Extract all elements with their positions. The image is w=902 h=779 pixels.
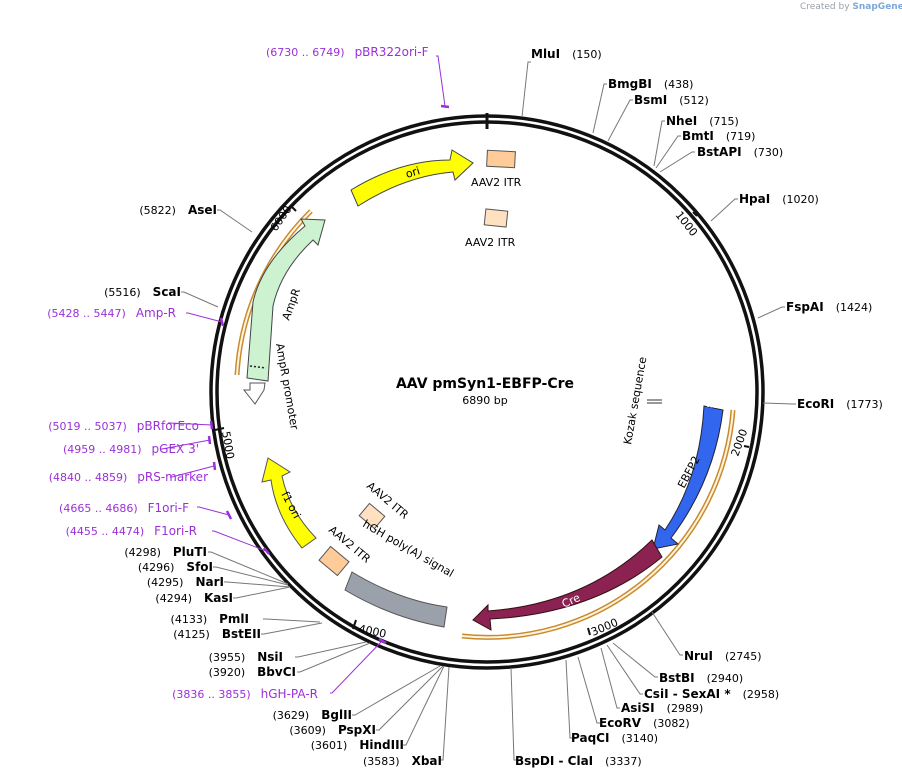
cre-orf-arc-core xyxy=(461,409,734,639)
tick-5000-mark xyxy=(214,427,225,431)
site-nsii[interactable]: (3955)NsiI xyxy=(209,650,283,664)
primer-hgh-pa-r[interactable]: (3836 .. 3855)hGH-PA-R xyxy=(172,687,318,701)
itr3-feature[interactable] xyxy=(358,502,386,530)
tick-3000-mark xyxy=(587,627,591,636)
cre-feature[interactable] xyxy=(472,539,663,631)
primer-amp-r[interactable]: (5428 .. 5447)Amp-R xyxy=(47,306,176,320)
site-ecori[interactable]: EcoRI(1773) xyxy=(797,397,883,411)
primer-pgex3[interactable]: (4959 .. 4981)pGEX 3' xyxy=(63,442,199,456)
primer-pbr322ori-f[interactable]: (6730 .. 6749)pBR322ori-F xyxy=(266,45,429,59)
credit-prefix: Created by xyxy=(800,2,850,12)
primer-marks xyxy=(207,104,450,645)
snapgene-credit: Created by SnapGene xyxy=(800,2,902,12)
site-hindiii[interactable]: (3601)HindIII xyxy=(311,738,404,752)
ori-feature[interactable] xyxy=(350,149,474,207)
tick-2000-mark xyxy=(743,445,750,448)
site-asisi[interactable]: AsiSI(2989) xyxy=(621,701,703,715)
site-ecorv[interactable]: EcoRV(3082) xyxy=(599,716,690,730)
itr2-feature[interactable] xyxy=(483,208,509,228)
site-bbvci[interactable]: (3920)BbvCI xyxy=(209,665,296,679)
site-pspxi[interactable]: (3609)PspXI xyxy=(289,723,376,737)
site-csii[interactable]: CsiI - SexAI *(2958) xyxy=(644,687,779,701)
site-bmgbi[interactable]: BmgBI(438) xyxy=(608,77,693,91)
ebfp2-feature[interactable] xyxy=(652,405,724,550)
primer-f1ori-r[interactable]: (4455 .. 4474)F1ori-R xyxy=(66,524,197,538)
site-mlui[interactable]: MluI(150) xyxy=(531,47,602,61)
primer-labels: (6730 .. 6749)pBR322ori-F (5428 .. 5447)… xyxy=(47,45,428,701)
site-scai[interactable]: (5516)ScaI xyxy=(104,285,181,299)
tick-4000-mark xyxy=(352,619,357,630)
itr2-label: AAV2 ITR xyxy=(465,236,516,249)
site-xbai[interactable]: (3583)XbaI xyxy=(363,754,442,768)
site-kasi[interactable]: (4294)KasI xyxy=(155,591,233,605)
site-bstapi[interactable]: BstAPI(730) xyxy=(697,145,783,159)
ampr-feature[interactable] xyxy=(246,218,326,382)
site-sfoi[interactable]: (4296)SfoI xyxy=(138,560,213,574)
site-bstbi[interactable]: BstBI(2940) xyxy=(659,671,743,685)
site-pluti[interactable]: (4298)PluTI xyxy=(124,545,207,559)
site-pmli[interactable]: (4133)PmlI xyxy=(171,612,249,626)
hgh-polya-label: hGH poly(A) signal xyxy=(361,517,456,580)
site-nrui[interactable]: NruI(2745) xyxy=(684,649,762,663)
site-nari[interactable]: (4295)NarI xyxy=(147,575,224,589)
tick-1000-mark xyxy=(692,211,698,217)
backbone-inner xyxy=(215,120,759,664)
site-labels: MluI(150) BmgBI(438) BsmI(512) NheI(715)… xyxy=(104,47,883,768)
site-hpai[interactable]: HpaI(1020) xyxy=(739,192,819,206)
tick-5000: 5000 xyxy=(219,430,237,460)
f1ori-feature[interactable] xyxy=(261,457,317,549)
site-paqci[interactable]: PaqCI(3140) xyxy=(571,731,658,745)
plasmid-size: 6890 bp xyxy=(462,394,507,407)
primer-prs-marker[interactable]: (4840 .. 4859)pRS-marker xyxy=(49,470,208,484)
ampr-promoter-feature[interactable] xyxy=(242,382,266,405)
site-nhei[interactable]: NheI(715) xyxy=(666,114,739,128)
plasmid-name: AAV pmSyn1-EBFP-Cre xyxy=(396,376,574,392)
itr1-feature[interactable] xyxy=(486,149,516,169)
site-bsteii[interactable]: (4125)BstEII xyxy=(173,627,261,641)
site-bspdi[interactable]: BspDI - ClaI(3337) xyxy=(515,754,642,768)
tick-6000-mark xyxy=(289,204,297,212)
credit-brand: SnapGene xyxy=(852,2,902,12)
ebfp2-start-mark xyxy=(706,405,722,409)
site-fspai[interactable]: FspAI(1424) xyxy=(786,300,872,314)
ampr-label: AmpR xyxy=(280,286,304,322)
itr1-label: AAV2 ITR xyxy=(471,176,522,189)
site-bglii[interactable]: (3629)BglII xyxy=(273,708,352,722)
primer-f1ori-f[interactable]: (4665 .. 4686)F1ori-F xyxy=(59,501,189,515)
hgh-polya-feature[interactable] xyxy=(344,571,448,628)
ori-label: ori xyxy=(404,164,421,181)
site-bmti[interactable]: BmtI(719) xyxy=(682,129,755,143)
site-asei[interactable]: (5822)AseI xyxy=(139,203,217,217)
site-bsmi[interactable]: BsmI(512) xyxy=(634,93,709,107)
site-leader-lines xyxy=(181,61,796,761)
primer-pbrforeco[interactable]: (5019 .. 5037)pBRforEco xyxy=(48,419,199,433)
itr4-feature[interactable] xyxy=(318,545,350,577)
ampr-promoter-label: AmpR promoter xyxy=(273,342,301,431)
ampr-dotted-mark xyxy=(249,365,267,369)
kozak-label: Kozak sequence xyxy=(621,356,649,446)
cre-orf-arc xyxy=(461,409,736,640)
primer-leader-lines xyxy=(160,55,446,694)
tick-4000: 4000 xyxy=(357,622,387,641)
